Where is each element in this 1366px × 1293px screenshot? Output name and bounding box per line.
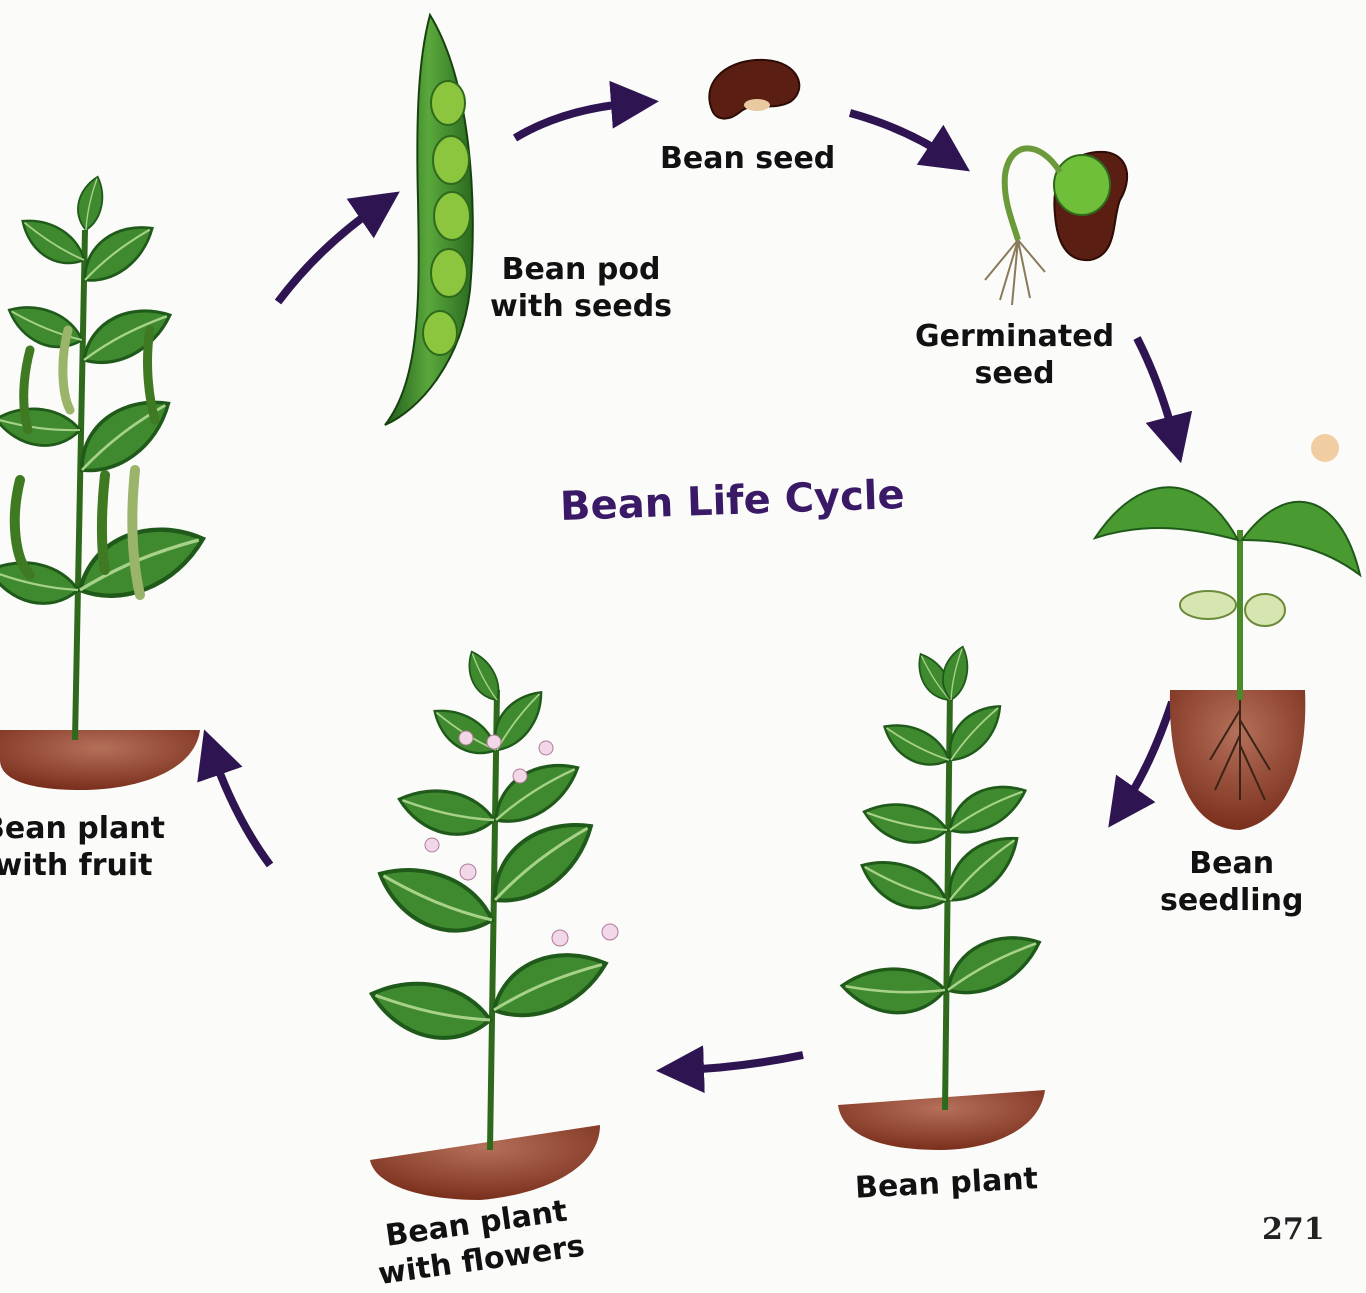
bean-plant-with-fruit-illustration [0, 174, 212, 790]
bean-pod-illustration [385, 15, 473, 425]
arrow-flowers-to-fruit [212, 752, 270, 865]
label-bean-seed: Bean seed [660, 140, 835, 177]
label-germinated-seed: Germinated seed [915, 318, 1114, 392]
stain-mark [1311, 434, 1339, 462]
label-germinated-line1: Germinated [915, 318, 1114, 355]
bean-seedling-illustration [1095, 487, 1360, 830]
label-fruit-line2: with fruit [0, 847, 165, 884]
arrow-seed-to-germinated [850, 113, 950, 158]
arrow-seedling-to-plant [1122, 702, 1172, 808]
page-number: 271 [1262, 1212, 1325, 1247]
bean-plant-illustration [838, 644, 1048, 1150]
label-fruit-line1: Bean plant [0, 810, 165, 847]
arrow-fruit-to-pod [278, 205, 380, 302]
label-seedling-line2: seedling [1160, 882, 1303, 919]
label-bean-seedling: Bean seedling [1160, 845, 1303, 919]
label-bean-plant-fruit: Bean plant with fruit [0, 810, 165, 884]
label-bean-pod: Bean pod with seeds [490, 251, 672, 325]
label-bean-pod-line1: Bean pod [490, 251, 672, 288]
label-seedling-line1: Bean [1160, 845, 1303, 882]
label-bean-seed-line1: Bean seed [660, 140, 835, 177]
label-germinated-line2: seed [915, 355, 1114, 392]
cycle-arrows [212, 103, 1175, 1070]
arrow-plant-to-flowers [680, 1055, 803, 1070]
label-bean-pod-line2: with seeds [490, 288, 672, 325]
bean-plant-with-flowers-illustration [365, 647, 618, 1200]
germinated-seed-illustration [985, 148, 1127, 305]
arrow-pod-to-seed [515, 103, 635, 138]
bean-seed-illustration [709, 60, 799, 119]
arrow-germinated-to-seedling [1137, 338, 1175, 440]
